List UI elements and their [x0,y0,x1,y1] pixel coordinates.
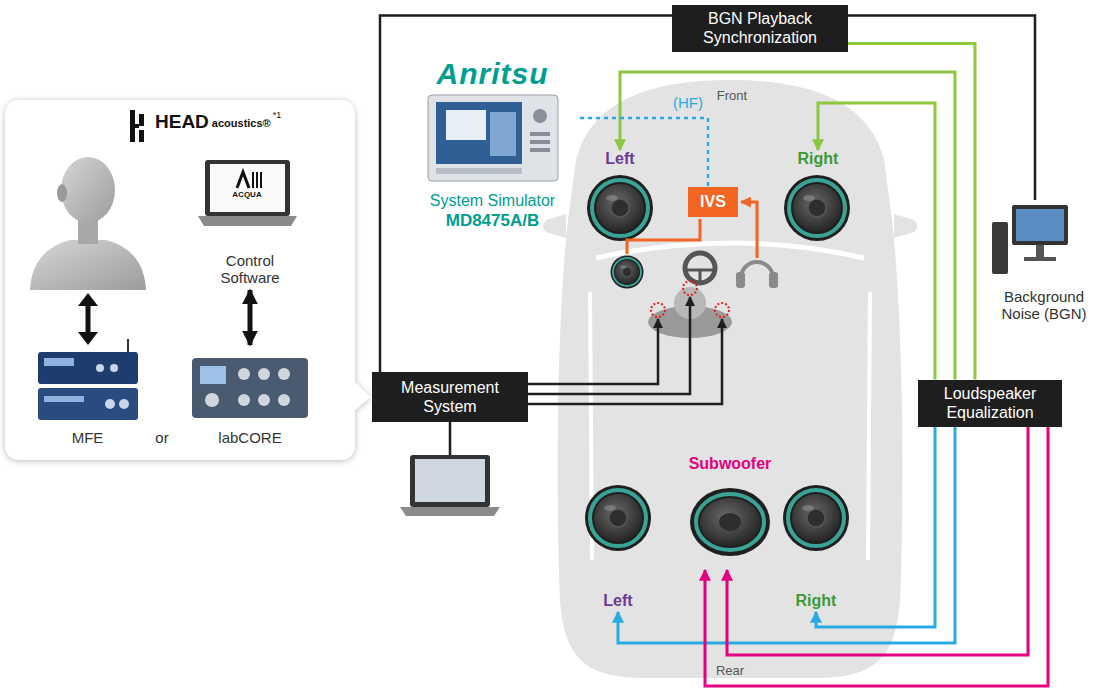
speaker-node: Right [780,150,856,242]
speaker-label: Left [603,592,632,610]
audio-line [727,427,1028,656]
laptop-icon [400,422,500,516]
brand-name: *1 [273,111,282,120]
node-label: MFE [72,429,104,446]
speaker-icon [783,485,849,551]
speaker-icon [611,256,644,289]
headphones [736,262,778,288]
link-arrow [248,290,253,345]
computer-node: Background Noise (BGN) [990,200,1098,325]
speaker-label: Left [605,150,634,168]
direction-label: Front [717,89,747,103]
speaker-label: Subwoofer [689,455,772,473]
conjunction-label: or [155,430,168,447]
steering-wheel [685,253,715,283]
node-label: System Simulator [430,191,555,210]
speaker-label: Right [796,592,837,610]
node-label: labCORE [218,429,281,446]
box-label: Loudspeaker Equalization [926,384,1054,422]
speaker-icon [585,485,651,551]
ivs-box: IVS [688,187,738,217]
process-box: BGN Playback Synchronization [672,5,848,52]
artificial-head [30,157,146,290]
software-node: Control Software [180,155,320,290]
box-label: BGN Playback Synchronization [680,9,840,47]
speaker-node: Right [778,478,854,612]
callout-bubble [5,100,370,460]
simulator-node: AnritsuSystem SimulatorMD8475A/B [405,55,580,235]
rf-link [580,118,708,187]
hardware-node: labCORE [185,345,315,450]
signal-label: (HF) [673,95,703,112]
subwoofer-icon [690,488,770,556]
node-label: Anritsu [437,57,549,90]
callout-panel: HEADacoustics®*1Control SoftwareMFE labCO… [5,100,355,460]
sync-line [380,16,672,373]
hardware-node: MFE [30,345,145,450]
box-label: IVS [700,193,726,211]
node-label: Control Software [205,252,295,287]
audio-line [818,103,935,380]
mfe-hardware [38,339,138,420]
node-label: Background Noise (BGN) [992,288,1096,323]
laptop-icon [198,160,297,226]
brand-name: HEAD [155,112,209,131]
speaker-icon [784,175,850,241]
node-label: MD8475A/B [446,211,540,231]
microphone-wires [528,297,722,404]
logo-text: ACQUA [232,191,261,200]
audio-line [618,427,955,644]
process-box: Measurement System [372,372,528,422]
speaker-node: Subwoofer [680,455,780,570]
speaker-node: Left [585,150,655,242]
direction-label: Rear [716,664,744,678]
car-silhouette [543,80,917,678]
brand-name: acoustics® [212,118,271,129]
box-label: Measurement System [382,378,518,416]
computer-icon [992,205,1068,274]
double-arrow [78,293,98,345]
brand-mark [130,110,144,142]
labcore-hardware [192,358,308,418]
simulator-device [428,95,558,181]
speaker-icon [587,175,653,241]
speaker-label: Right [798,150,839,168]
process-box: Loudspeaker Equalization [918,380,1062,427]
speaker-node: Left [582,478,654,612]
